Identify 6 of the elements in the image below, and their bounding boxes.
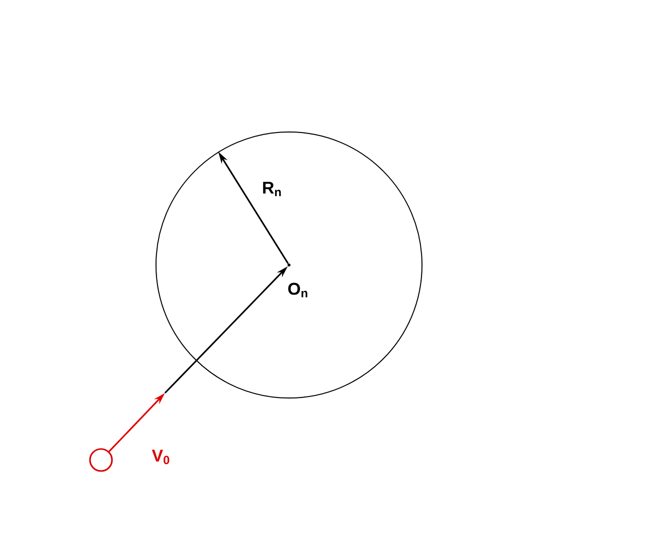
source-circle [89, 448, 113, 472]
edge-label: R$_{n}$ [263, 182, 281, 196]
edge-label: V$_{0}$ [152, 450, 170, 464]
node-label: O$_{n}$ [288, 282, 308, 298]
circle [156, 132, 422, 398]
center-point: O$_{n}$ [288, 264, 308, 298]
